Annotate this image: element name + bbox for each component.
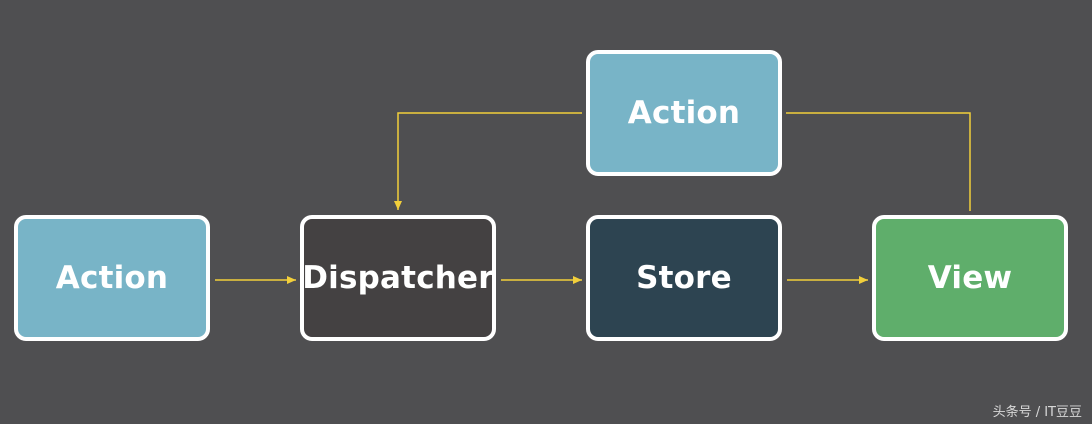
- dispatcher-node: Dispatcher: [300, 215, 496, 341]
- action-top-node: Action: [586, 50, 782, 176]
- connector-view-to-action: [786, 112, 971, 211]
- dispatcher-node-label: Dispatcher: [302, 260, 494, 296]
- view-node: View: [872, 215, 1068, 341]
- store-node-label: Store: [636, 260, 732, 296]
- watermark-text: 头条号 / IT豆豆: [992, 405, 1082, 420]
- action-node-label: Action: [55, 260, 169, 296]
- action-node: Action: [14, 215, 210, 341]
- action-top-node-label: Action: [627, 95, 741, 131]
- view-node-label: View: [927, 260, 1013, 296]
- store-node: Store: [586, 215, 782, 341]
- arrow-action-to-dispatcher-top: [394, 112, 582, 210]
